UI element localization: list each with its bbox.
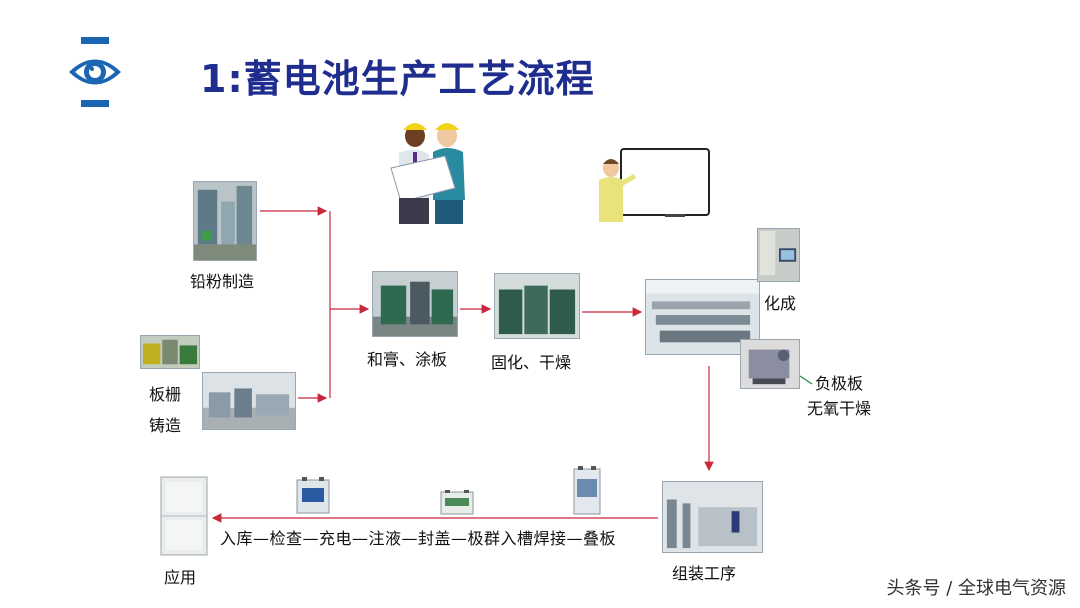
assembly-label: 组装工序 [672,564,737,583]
workers-blueprint-icon [390,123,465,224]
formation-control-photo [757,228,800,282]
assembly-photo [662,481,763,553]
presenter-whiteboard-icon [599,148,710,222]
eye-logo-icon [67,37,123,107]
negative-plate-label-line1: 负极板 [815,374,864,393]
grid-casting-photo [202,372,296,430]
watermark: 头条号 / 全球电气资源 [886,578,1066,599]
curing-label: 固化、干燥 [491,353,572,372]
curing-drying-photo [494,273,580,339]
cabinet-icon [160,476,208,556]
negative-plate-dryer-photo [740,339,800,389]
battery-icon [573,466,601,515]
grid-label-line1: 板栅 [149,385,182,404]
battery-icon [296,477,330,514]
negative-plate-label-line2: 无氧干燥 [807,399,872,418]
grid-label-line2: 铸造 [149,416,182,435]
battery-icon [440,490,474,515]
slide-title: 1:蓄电池生产工艺流程 [200,57,595,101]
formation-label: 化成 [764,294,797,313]
grid-casting-photo-small [140,335,200,369]
paste-label: 和膏、涂板 [367,350,448,369]
application-label: 应用 [164,568,197,587]
assembly-sequence-label: 入库—检查—充电—注液—封盖—极群入槽焊接—叠板 [220,529,617,548]
lead-powder-label: 铅粉制造 [190,272,255,291]
paste-mixing-photo [372,271,458,337]
lead-powder-photo [193,181,257,261]
